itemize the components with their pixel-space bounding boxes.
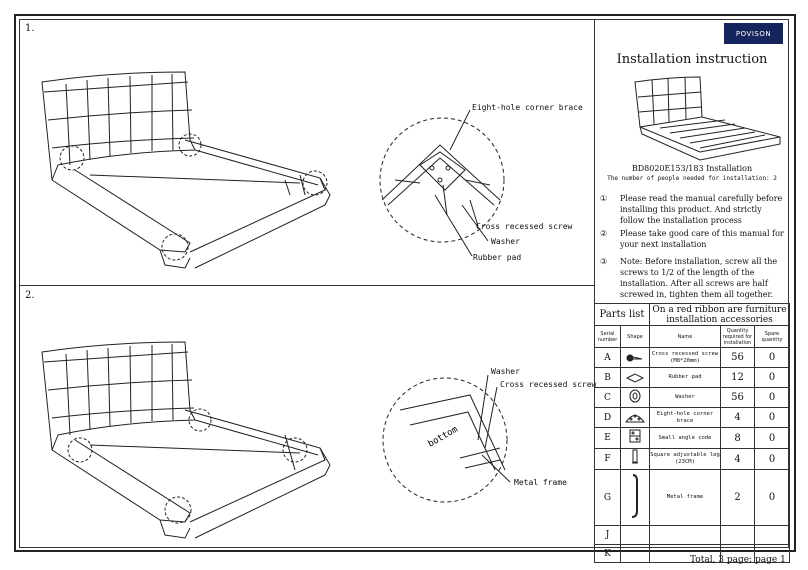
note-2: ② Please take good care of this manual f… xyxy=(600,228,788,250)
leg-icon xyxy=(620,448,650,470)
row-serial: C xyxy=(594,387,621,408)
row-spare: 0 xyxy=(754,469,790,526)
note-mark: ③ xyxy=(600,257,608,266)
note-text: Please read the manual carefully before … xyxy=(620,194,783,225)
callout-cross-screw-2: Cross recessed screw xyxy=(500,380,597,389)
parts-list-header: Parts list xyxy=(594,303,650,326)
table-row: E Small angle code 8 0 xyxy=(594,427,790,449)
page-title: Installation instruction xyxy=(616,52,768,67)
row-serial: B xyxy=(594,367,621,388)
drawing-frame xyxy=(19,19,789,548)
callout-metal-frame: Metal frame xyxy=(514,478,567,487)
row-spare xyxy=(754,544,790,563)
note-3: ③ Note: Before installation, screw all t… xyxy=(600,256,788,300)
col-serial: Serial number xyxy=(594,325,621,348)
row-serial: D xyxy=(594,407,621,428)
angle-code-icon xyxy=(620,427,650,449)
row-qty: 56 xyxy=(720,387,755,408)
row-serial: J xyxy=(594,525,621,545)
step-2-number: 2. xyxy=(25,290,35,301)
panel-divider xyxy=(594,19,595,548)
row-name: Square adjustable leg (23CM) xyxy=(649,448,721,470)
row-qty: 56 xyxy=(720,347,755,368)
row-qty xyxy=(720,525,755,545)
row-spare: 0 xyxy=(754,427,790,449)
row-qty: 2 xyxy=(720,469,755,526)
col-name: Name xyxy=(649,325,721,348)
row-spare: 0 xyxy=(754,407,790,428)
callout-corner-brace: Eight-hole corner brace xyxy=(472,103,583,112)
row-name: Metal frame xyxy=(649,469,721,526)
people-needed: The number of people needed for installa… xyxy=(607,175,777,182)
row-shape xyxy=(620,544,650,563)
table-row: C Washer 56 0 xyxy=(594,387,790,408)
row-name: Washer xyxy=(649,387,721,408)
row-spare: 0 xyxy=(754,387,790,408)
table-row: K xyxy=(594,544,790,563)
row-name: Rubber pad xyxy=(649,367,721,388)
callout-cross-screw: Cross recessed screw xyxy=(476,222,573,231)
table-row: J xyxy=(594,525,790,545)
row-spare xyxy=(754,525,790,545)
row-spare: 0 xyxy=(754,367,790,388)
row-name: Eight-hole corner brace xyxy=(649,407,721,428)
step-divider xyxy=(19,285,594,286)
brand-logo: POVISON xyxy=(724,23,783,44)
row-name: Cross recessed screw (M8*20mm) xyxy=(649,347,721,368)
row-shape xyxy=(620,525,650,545)
page-border xyxy=(14,14,796,552)
table-row: F Square adjustable leg (23CM) 4 0 xyxy=(594,448,790,470)
parts-list-table: Parts list On a red ribbon are furniture… xyxy=(594,303,790,563)
note-mark: ① xyxy=(600,194,608,203)
row-serial: A xyxy=(594,347,621,368)
bed-preview-image xyxy=(634,76,781,161)
col-shape: Shape xyxy=(620,325,650,348)
rubber-pad-icon xyxy=(620,367,650,388)
col-spare: Spare quantity xyxy=(754,325,790,348)
row-spare: 0 xyxy=(754,448,790,470)
table-row: G Metal frame 2 0 xyxy=(594,469,790,526)
table-row: B Rubber pad 12 0 xyxy=(594,367,790,388)
row-serial: K xyxy=(594,544,621,563)
row-serial: E xyxy=(594,427,621,449)
screw-icon xyxy=(620,347,650,368)
col-qty: Quantity required for installation xyxy=(720,325,755,348)
note-text: Note: Before installation, screw all the… xyxy=(620,257,778,299)
table-row: D Eight-hole corner brace 4 0 xyxy=(594,407,790,428)
row-qty: 12 xyxy=(720,367,755,388)
note-text: Please take good care of this manual for… xyxy=(620,229,784,249)
row-qty: 4 xyxy=(720,448,755,470)
row-serial: G xyxy=(594,469,621,526)
washer-icon xyxy=(620,387,650,408)
corner-brace-icon xyxy=(620,407,650,428)
model-number: BD8020E153/183 Installation xyxy=(631,164,753,173)
page-footer: Total, 3 page; page 1 xyxy=(690,555,786,565)
callout-washer-2: Washer xyxy=(491,367,520,376)
row-name xyxy=(649,525,721,545)
metal-frame-icon xyxy=(620,469,650,526)
row-name: Small angle code xyxy=(649,427,721,449)
table-row: A Cross recessed screw (M8*20mm) 56 0 xyxy=(594,347,790,368)
callout-rubber-pad: Rubber pad xyxy=(473,253,522,262)
bottom-label: bottom xyxy=(427,425,460,450)
callout-washer: Washer xyxy=(491,237,520,246)
ribbon-note: On a red ribbon are furniture installati… xyxy=(649,303,790,326)
row-qty: 4 xyxy=(720,407,755,428)
row-spare: 0 xyxy=(754,347,790,368)
row-qty: 8 xyxy=(720,427,755,449)
step-1-number: 1. xyxy=(25,23,35,34)
note-mark: ② xyxy=(600,229,608,238)
row-serial: F xyxy=(594,448,621,470)
note-1: ① Please read the manual carefully befor… xyxy=(600,193,788,226)
